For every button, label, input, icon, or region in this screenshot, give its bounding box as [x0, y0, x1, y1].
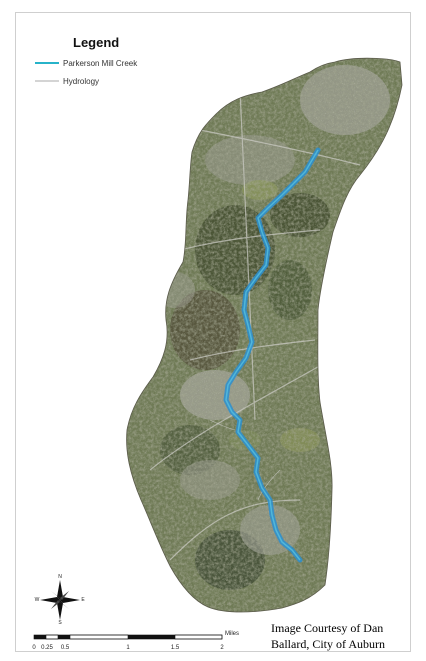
credit-line-2: Ballard, City of Auburn [271, 637, 385, 651]
legend-item-hydrology: Hydrology [35, 75, 99, 87]
scale-tick: 0.25 [41, 645, 53, 651]
hydrology-swatch-icon [35, 80, 59, 82]
scale-tick: 2 [220, 645, 224, 651]
compass-n: N [58, 574, 62, 580]
legend-label-hydrology: Hydrology [63, 76, 100, 86]
legend-item-creek: Parkerson Mill Creek [35, 57, 137, 69]
north-arrow-icon [40, 580, 80, 620]
legend-label-creek: Parkerson Mill Creek [63, 58, 138, 68]
legend-title: Legend [73, 35, 120, 50]
scale-units: Miles [225, 631, 240, 637]
credit-line-1: Image Courtesy of Dan [271, 621, 384, 635]
scale-tick: 0.5 [60, 645, 70, 651]
creek-swatch-icon [35, 62, 59, 64]
compass-e: E [81, 597, 85, 603]
aerial-imagery [126, 58, 402, 613]
scale-tick: 1 [126, 645, 130, 651]
image-credit: Image Courtesy of Dan Ballard, City of A… [271, 620, 385, 652]
compass-w: W [34, 597, 40, 603]
scale-bar [33, 634, 223, 640]
scale-tick: 1.5 [170, 645, 180, 651]
scale-tick: 0 [32, 645, 36, 651]
compass-s: S [58, 620, 62, 626]
